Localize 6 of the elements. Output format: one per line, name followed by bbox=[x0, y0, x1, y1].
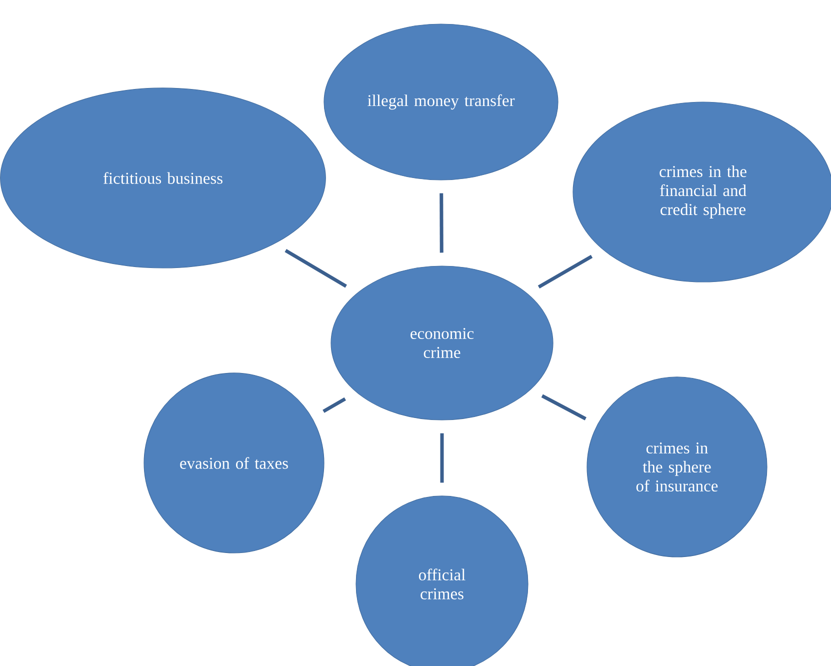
connector-line bbox=[538, 254, 593, 289]
connector-line bbox=[322, 397, 346, 413]
connector-line bbox=[541, 394, 586, 420]
connector-line bbox=[440, 433, 444, 483]
connector-line bbox=[284, 248, 347, 288]
connector-line bbox=[440, 193, 444, 253]
